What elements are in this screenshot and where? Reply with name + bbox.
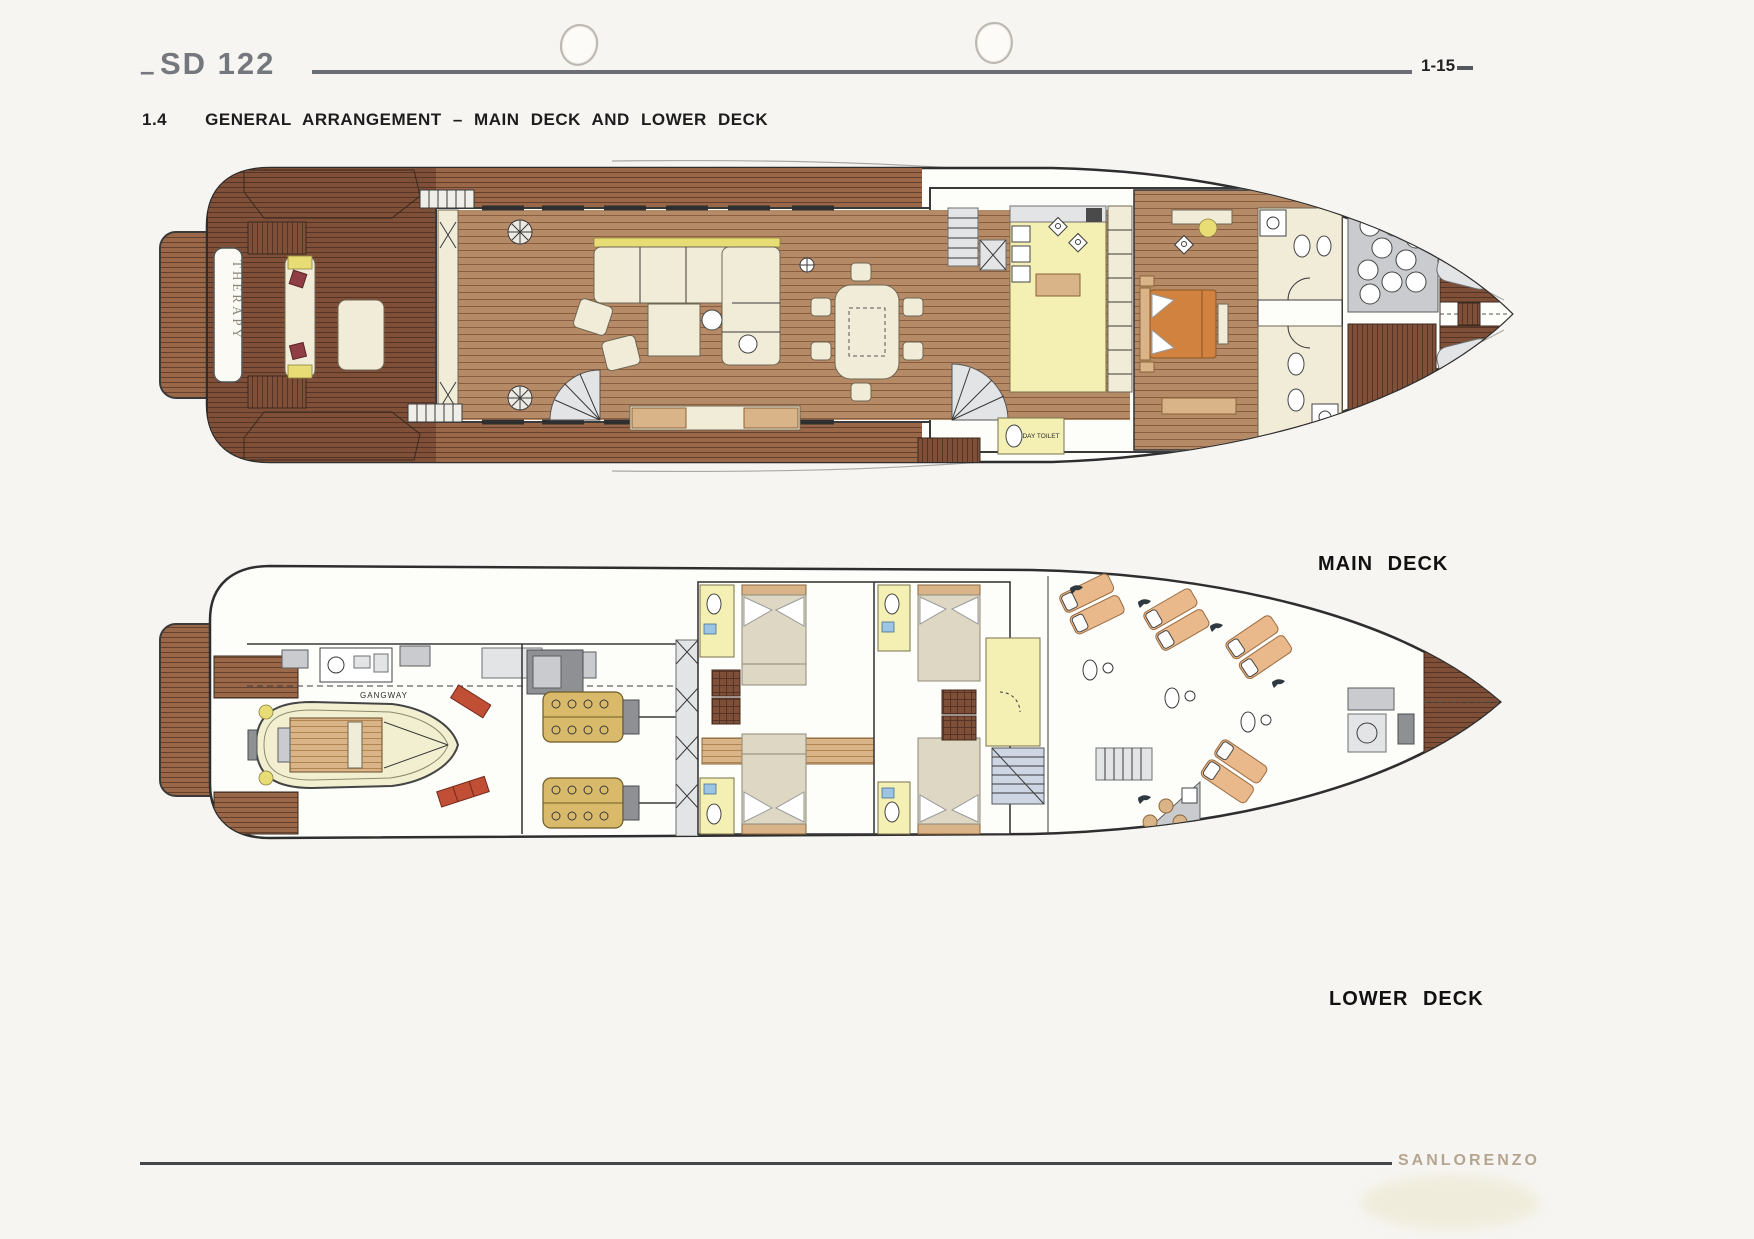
crew-bunks [1200, 739, 1268, 804]
lower-deck-plan: GANGWAY [159, 564, 1502, 840]
main-deck-label: MAIN DECK [1318, 553, 1449, 575]
stowed-gear [449, 684, 492, 719]
spiral-stair [549, 369, 601, 421]
section-number: 1.4 [142, 110, 168, 129]
dining-table [810, 262, 924, 402]
paper-stain [1360, 1175, 1540, 1230]
aft-salon-wall [437, 209, 459, 421]
gangway-label: GANGWAY [360, 691, 408, 700]
double-bed [741, 584, 807, 686]
bed-headboard [1139, 287, 1151, 361]
tv-cabinet [1161, 397, 1237, 415]
lower-foyer [985, 637, 1045, 805]
wardrobe [941, 715, 977, 741]
tank-column [675, 639, 699, 837]
bow-hatch [1347, 323, 1437, 425]
foyer [1257, 299, 1343, 327]
aft-bench [247, 221, 307, 255]
crew-bunks [1225, 615, 1292, 680]
brand-logo: SANLORENZO [1398, 1152, 1540, 1169]
laundry [1347, 687, 1415, 753]
side-deck-port [436, 168, 922, 260]
crew-stairs [1095, 747, 1153, 781]
aft-bulwark-starboard [243, 411, 421, 461]
sideboard [629, 405, 801, 431]
dolphin-icon [1070, 585, 1285, 804]
bow-locker [1423, 635, 1500, 769]
spiral-stair-forward [951, 363, 1009, 421]
footer-rule [140, 1162, 1392, 1165]
engine-room [521, 644, 676, 834]
main-deck-plan: THERAPY [159, 159, 1514, 473]
capstan-icon [507, 219, 533, 411]
bow-seating [1436, 186, 1512, 444]
hole-punch-icon [557, 21, 601, 69]
header-rule [312, 70, 1412, 74]
aft-deck-table [337, 299, 385, 371]
wardrobe [941, 689, 977, 715]
coffee-table [647, 303, 701, 357]
crew-bunks [1059, 573, 1125, 635]
engine-starboard [542, 777, 676, 829]
lift [979, 239, 1007, 271]
porthole-icon [799, 257, 815, 273]
aft-sofa [284, 255, 316, 379]
yacht-name: THERAPY [230, 260, 245, 341]
aft-steps [213, 791, 299, 835]
double-bed [741, 733, 807, 835]
model-title: SD 122 [160, 46, 276, 81]
boarding-platform [917, 437, 981, 462]
bathroom-starboard [1257, 325, 1343, 437]
wardrobe-passage [1107, 205, 1133, 393]
master-bed [1149, 289, 1217, 359]
armchair [572, 298, 614, 336]
bathroom-port [1257, 207, 1343, 301]
page-number: 1-15 [1421, 56, 1456, 75]
wardrobe [711, 697, 741, 725]
side-deck-starboard [436, 370, 922, 462]
crew-head [1082, 659, 1272, 733]
boarding-steps [407, 189, 475, 423]
bow-stool-cluster [1347, 207, 1439, 313]
wardrobe [711, 669, 741, 697]
crew-area [1047, 573, 1415, 838]
tender [247, 700, 460, 790]
page-number-dash [1457, 66, 1473, 70]
stairs-up [947, 207, 979, 267]
double-bed [917, 584, 981, 682]
header-dash: – [140, 56, 155, 86]
section-title: GENERAL ARRANGEMENT – MAIN DECK AND LOWE… [205, 110, 769, 129]
day-toilet: DAY TOILET [997, 417, 1065, 455]
hole-punch-icon [972, 20, 1016, 66]
aft-bulwark-port [243, 169, 421, 219]
transom-nameplate: THERAPY [213, 247, 245, 383]
aft-bench [247, 375, 307, 409]
double-bed [917, 737, 981, 835]
armchair [601, 334, 641, 372]
section-heading: 1.4 GENERAL ARRANGEMENT – MAIN DECK AND L… [142, 110, 768, 130]
engine-port [542, 691, 676, 743]
salon-sofa [593, 237, 781, 366]
guest-area [697, 581, 1011, 835]
galley [1009, 205, 1107, 393]
stowed-seats [436, 775, 490, 808]
day-toilet-label: DAY TOILET [1022, 433, 1059, 440]
crew-bunks [1143, 588, 1210, 651]
lower-deck-label: LOWER DECK [1329, 988, 1484, 1010]
